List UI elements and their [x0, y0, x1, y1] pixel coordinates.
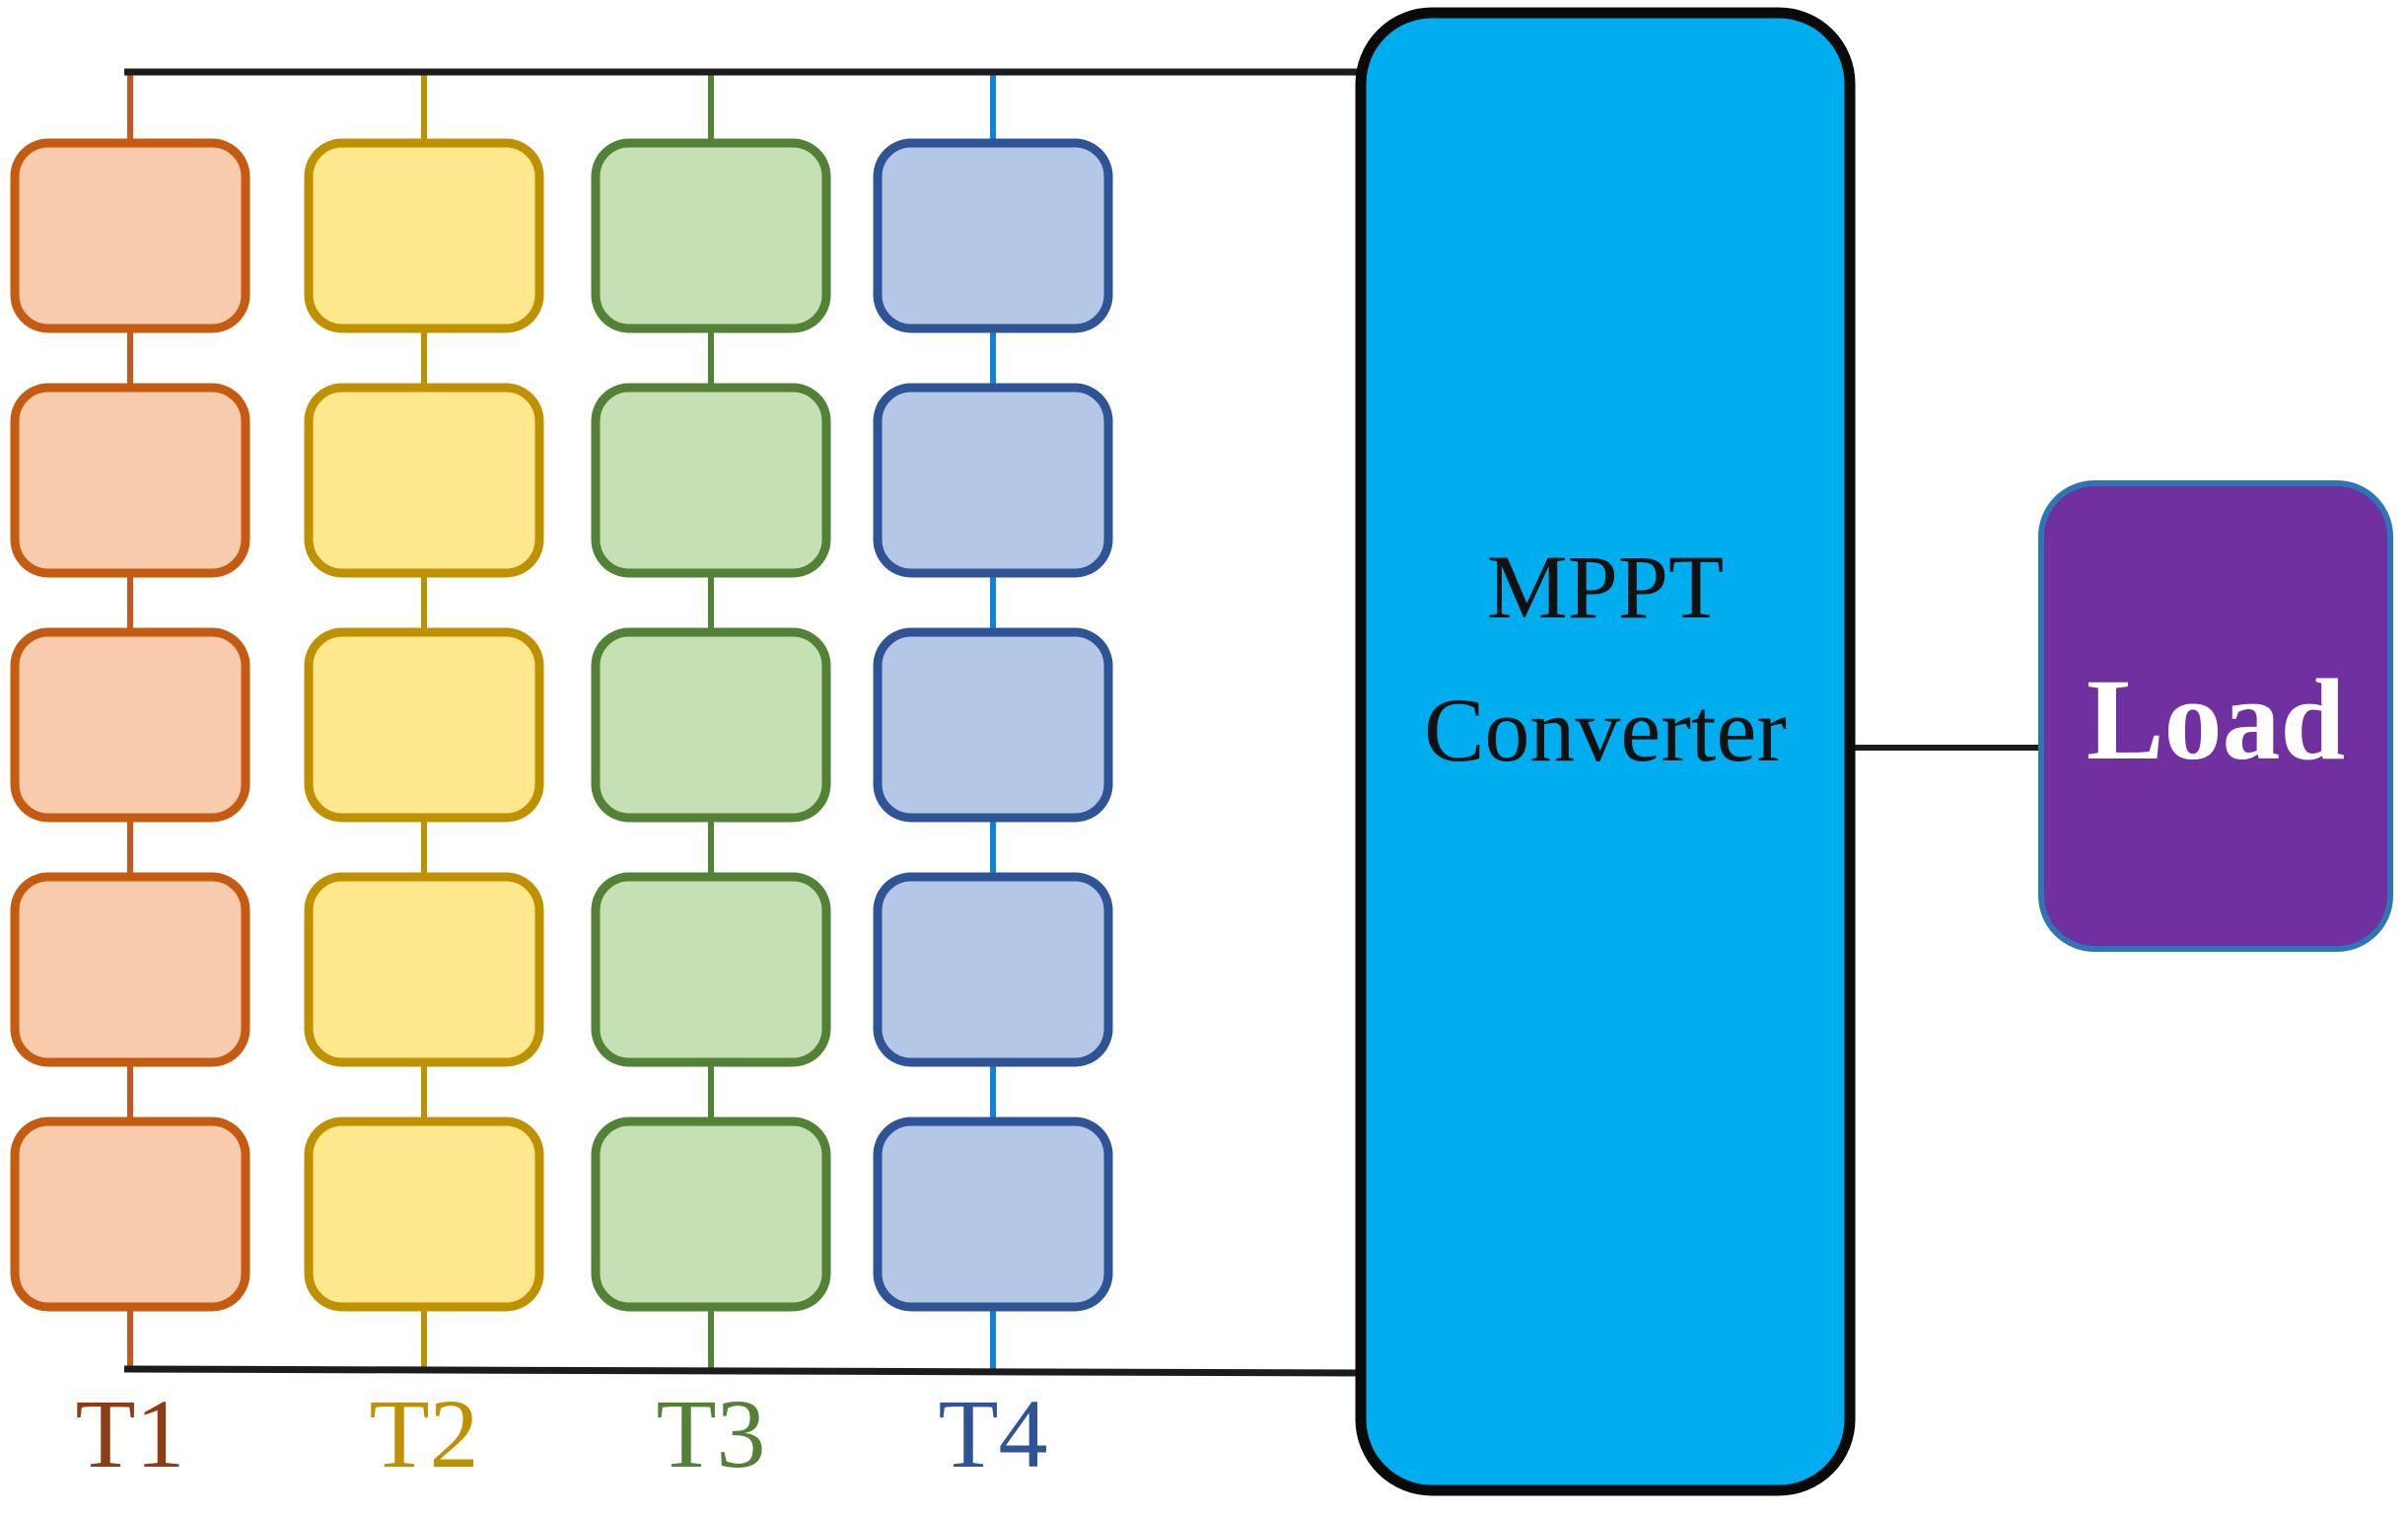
load-label: Load	[2087, 655, 2345, 784]
module-box-T1-2	[10, 383, 250, 578]
module-box-T2-1	[304, 138, 544, 333]
module-box-T3-1	[591, 138, 831, 333]
module-box-T4-4	[873, 872, 1113, 1067]
wires-layer	[127, 72, 996, 1369]
module-box-T1-5	[10, 1117, 250, 1312]
mppt-converter-label-line1: MPPT	[1487, 537, 1724, 637]
module-box-T2-3	[304, 627, 544, 823]
string-label-T2: T2	[369, 1379, 478, 1488]
module-string-T3	[591, 138, 831, 1312]
mppt-converter-block: MPPT Converter	[1355, 7, 1856, 1496]
bottom-bus-wire	[123, 1365, 1368, 1377]
module-box-T4-5	[873, 1117, 1113, 1312]
module-box-T2-5	[304, 1117, 544, 1312]
load-box	[2038, 480, 2393, 952]
mppt-converter-box	[1355, 7, 1856, 1496]
module-box-T4-1	[873, 138, 1113, 333]
module-box-T3-5	[591, 1117, 831, 1312]
module-box-T1-3	[10, 627, 250, 823]
module-box-T2-4	[304, 872, 544, 1067]
string-label-T3: T3	[656, 1379, 765, 1488]
string-label-T1: T1	[75, 1379, 184, 1488]
string-labels-layer: T1 T2 T3 T4	[75, 1379, 1047, 1488]
module-string-T4	[873, 138, 1113, 1312]
module-box-T3-4	[591, 872, 831, 1067]
module-string-T1	[10, 138, 250, 1312]
module-string-T2	[304, 138, 544, 1312]
module-box-T1-1	[10, 138, 250, 333]
module-box-T3-2	[591, 383, 831, 578]
load-block: Load	[2038, 480, 2393, 952]
string-label-T4: T4	[938, 1379, 1047, 1488]
module-box-T4-3	[873, 627, 1113, 823]
module-box-T4-2	[873, 383, 1113, 578]
module-box-T1-4	[10, 872, 250, 1067]
module-strings-layer	[10, 138, 1113, 1312]
mppt-converter-label-line2: Converter	[1424, 680, 1787, 780]
module-box-T2-2	[304, 383, 544, 578]
module-box-T3-3	[591, 627, 831, 823]
